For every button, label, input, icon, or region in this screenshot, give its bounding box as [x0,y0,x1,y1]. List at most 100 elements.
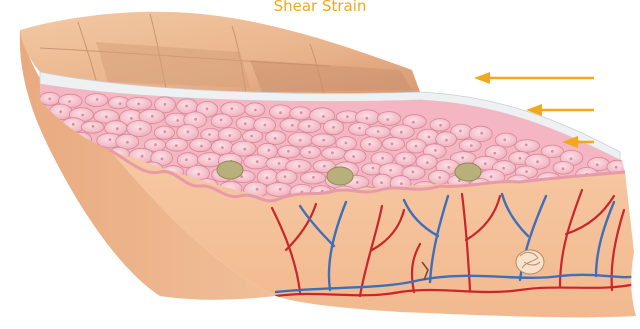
cell-nucleus [208,133,211,136]
cell-nucleus [105,115,108,118]
cell-nucleus [536,160,539,163]
cell-nucleus [141,155,144,158]
cell-nucleus [300,111,303,114]
epidermis-cell [190,139,212,152]
cell-nucleus [126,141,129,144]
cell-nucleus [322,115,325,118]
cell-nucleus [525,144,528,147]
cell-nucleus [502,167,505,170]
cell-nucleus [187,130,190,133]
cell-nucleus [266,177,269,180]
cell-nucleus [130,117,133,120]
cell-nucleus [68,100,71,103]
cell-nucleus [243,148,246,151]
cell-nucleus [615,166,618,169]
cell-nucleus [368,143,371,146]
epidermis-cell [515,140,540,153]
cell-nucleus [161,158,164,161]
cell-nucleus [386,118,389,121]
cell-nucleus [287,150,290,153]
cell-nucleus [264,124,267,127]
cell-nucleus [298,165,301,168]
cell-nucleus [490,175,493,178]
cell-nucleus [208,158,211,161]
cell-nucleus [308,151,311,154]
cell-nucleus [380,181,383,184]
cell-nucleus [279,111,282,114]
cell-nucleus [377,130,380,133]
cell-nucleus [185,158,188,161]
cell-nucleus [176,119,179,122]
cell-nucleus [358,127,361,130]
cell-nucleus [197,173,200,176]
cell-nucleus [48,97,51,100]
cell-nucleus [331,151,334,154]
cell-nucleus [470,144,473,147]
cell-nucleus [81,114,84,117]
epidermis-cell [377,112,401,126]
cell-nucleus [426,161,429,164]
cell-nucleus [503,138,506,141]
sweat-gland [516,250,544,274]
cell-nucleus [412,121,415,124]
cell-nucleus [109,138,112,141]
cell-nucleus [570,157,573,160]
cell-nucleus [279,188,282,191]
cell-nucleus [244,122,247,125]
cell-nucleus [299,139,302,142]
cell-nucleus [629,183,632,186]
cell-nucleus [412,171,415,174]
cell-nucleus [400,182,403,185]
cell-nucleus [428,136,431,139]
cell-nucleus [50,174,53,177]
cell-nucleus [312,176,315,179]
cell-nucleus [332,126,335,129]
cell-nucleus [194,118,197,121]
cell-nucleus [448,166,451,169]
cell-nucleus [372,167,375,170]
cell-nucleus [484,162,487,165]
cell-nucleus [630,208,633,211]
cell-nucleus [254,109,257,112]
cell-nucleus [175,144,178,147]
cell-nucleus [562,167,565,170]
cell-nucleus [151,115,154,118]
basal-cell [217,161,243,179]
cell-nucleus [163,130,166,133]
basal-cell [327,167,353,185]
cell-nucleus [438,176,441,179]
cell-nucleus [278,162,281,165]
cell-nucleus [391,142,394,145]
cell-nucleus [154,143,157,146]
epidermis-cell [39,169,64,184]
cell-nucleus [291,124,294,127]
cell-nucleus [206,107,209,110]
cell-nucleus [493,152,496,155]
cell-nucleus [59,110,62,113]
cell-nucleus [356,181,359,184]
cell-nucleus [480,132,483,135]
cell-nucleus [400,131,403,134]
cell-nucleus [345,142,348,145]
shear-arrow-long [474,72,594,84]
cell-nucleus [322,139,325,142]
cell-nucleus [381,157,384,160]
cell-nucleus [96,98,99,101]
cell-nucleus [256,160,259,163]
cell-nucleus [116,127,119,130]
cell-nucleus [439,124,442,127]
cell-nucleus [139,128,142,131]
cell-nucleus [231,107,234,110]
cell-nucleus [459,130,462,133]
cell-nucleus [250,135,253,138]
cell-nucleus [274,137,277,140]
cell-nucleus [284,175,287,178]
cell-nucleus [551,150,554,153]
cell-nucleus [323,165,326,168]
cell-nucleus [137,103,140,106]
cell-nucleus [461,156,464,159]
cell-nucleus [200,145,203,148]
cell-nucleus [389,169,392,172]
cell-nucleus [352,155,355,158]
